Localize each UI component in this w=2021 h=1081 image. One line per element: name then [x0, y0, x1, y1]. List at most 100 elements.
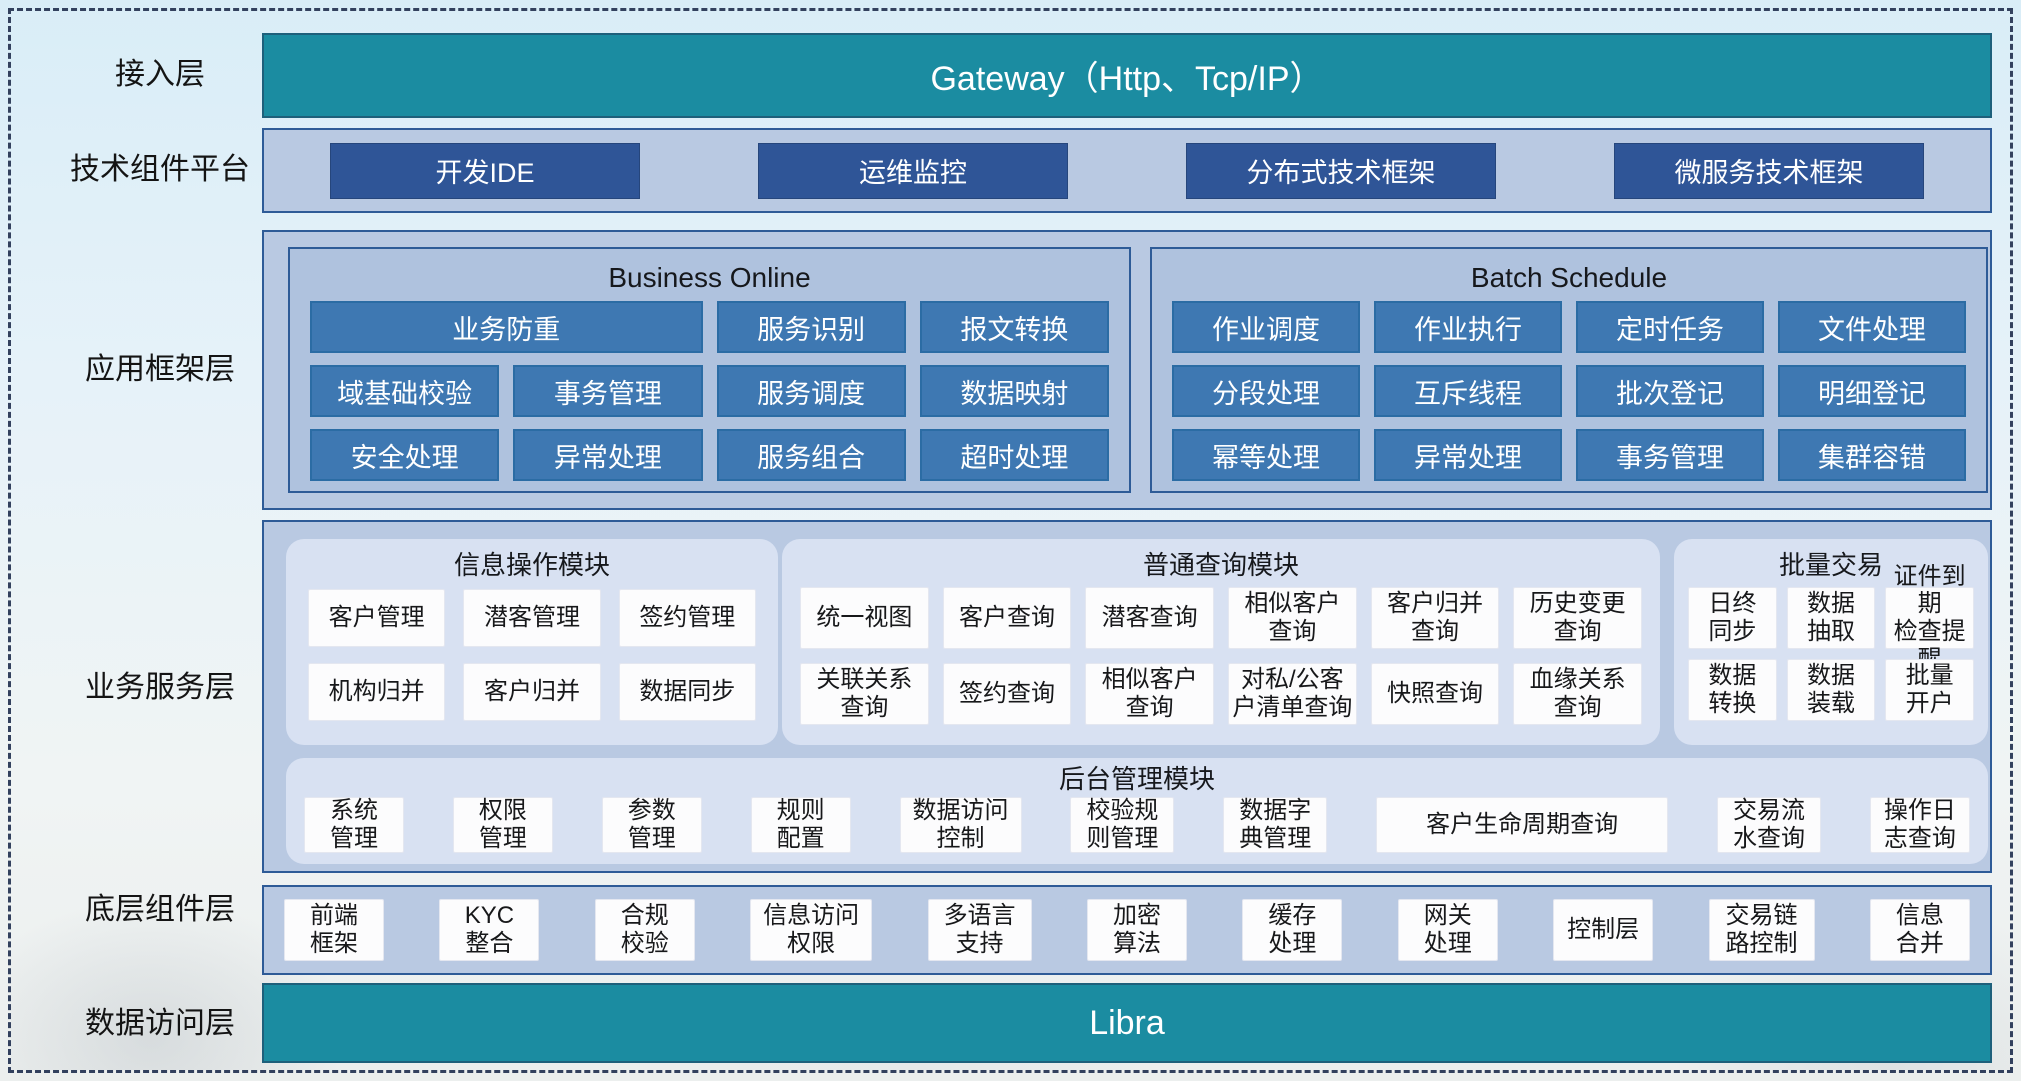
diagram-node: 幂等处理: [1172, 429, 1360, 481]
business-online-grid: 业务防重 服务识别 报文转换 域基础校验 事务管理 服务调度 数据映射 安全处理…: [290, 299, 1129, 481]
diagram-node: 潜客查询: [1085, 587, 1214, 649]
diagram-node: 系统 管理: [304, 797, 404, 853]
diagram-node: 分布式技术框架: [1186, 142, 1496, 199]
diagram-node: 多语言 支持: [927, 899, 1032, 961]
diagram-node: 分段处理: [1172, 365, 1360, 417]
diagram-node: 批次登记: [1576, 365, 1764, 417]
libra-bar: Libra: [262, 983, 1992, 1063]
diagram-node: 历史变更 查询: [1513, 587, 1642, 649]
panel-title: Batch Schedule: [1470, 262, 1668, 293]
diagram-node: 信息访问 权限: [750, 899, 873, 961]
diagram-node: KYC 整合: [439, 899, 540, 961]
diagram-node: 定时任务: [1576, 301, 1764, 353]
diagram-node: 血缘关系 查询: [1513, 663, 1642, 725]
libra-bar-label: Libra: [1089, 1003, 1165, 1042]
diagram-node: 服务调度: [716, 365, 906, 417]
diagram-node: 集群容错: [1778, 429, 1966, 481]
diagram-node: 微服务技术框架: [1614, 142, 1924, 199]
foundation-container: 前端 框架 KYC 整合 合规 校验 信息访问 权限 多语言 支持 加密 算法 …: [262, 885, 1992, 975]
panel-title: 后台管理模块: [1058, 764, 1215, 794]
diagram-node: 前端 框架: [284, 899, 384, 961]
diagram-node: 安全处理: [310, 429, 500, 481]
diagram-node: 缓存 处理: [1242, 899, 1343, 961]
diagram-node: 异常处理: [513, 429, 703, 481]
diagram-node: 客户管理: [308, 589, 446, 647]
diagram-node: 报文转换: [919, 301, 1109, 353]
diagram-node: 数据访问 控制: [899, 797, 1022, 853]
diagram-node: 潜客管理: [463, 589, 601, 647]
diagram-node: 日终 同步: [1688, 587, 1777, 649]
diagram-node: 数据 装载: [1786, 659, 1876, 721]
layer-label-business-service: 业务服务层: [85, 671, 235, 704]
diagram-node: 客户生命周期查询: [1376, 797, 1669, 853]
layer-label-foundation: 底层组件层: [85, 893, 235, 926]
layer-label-tech: 技术组件平台: [70, 153, 250, 186]
diagram-node: 客户归并: [463, 663, 601, 721]
diagram-node: 数据 抽取: [1786, 587, 1876, 649]
app-framework-container: Business Online 业务防重 服务识别 报文转换 域基础校验 事务管…: [262, 230, 1992, 510]
diagram-node: 域基础校验: [310, 365, 500, 417]
batch-schedule-grid: 作业调度 作业执行 定时任务 文件处理 分段处理 互斥线程 批次登记 明细登记 …: [1152, 299, 1986, 481]
diagram-node: 互斥线程: [1374, 365, 1562, 417]
gateway-bar-label: Gateway（Http、Tcp/IP）: [930, 60, 1324, 98]
diagram-node: 事务管理: [1576, 429, 1764, 481]
diagram-node: 对私/公客 户清单查询: [1228, 663, 1357, 725]
business-service-container: 信息操作模块 客户管理 潜客管理 签约管理 机构归并 客户归并 数据同步 普通查…: [262, 520, 1992, 873]
diagram-node: 作业调度: [1172, 301, 1360, 353]
layer-label-access: 接入层: [115, 58, 205, 91]
diagram-node: 机构归并: [308, 663, 446, 721]
panel-title: 批量交易: [1778, 550, 1883, 580]
panel-title: 普通查询模块: [1142, 550, 1299, 580]
diagram-node: 客户查询: [942, 587, 1072, 649]
diagram-node: 签约管理: [618, 589, 756, 647]
batch-schedule-panel: Batch Schedule 作业调度 作业执行 定时任务 文件处理 分段处理 …: [1150, 247, 1988, 493]
diagram-node: 明细登记: [1778, 365, 1966, 417]
panel-title: Business Online: [608, 262, 811, 293]
tech-platform-container: 开发IDE 运维监控 分布式技术框架 微服务技术框架: [262, 128, 1992, 213]
diagram-node: 快照查询: [1370, 663, 1500, 725]
general-query-panel: 普通查询模块 统一视图 客户查询 潜客查询 相似客户 查询 客户归并 查询 历史…: [782, 539, 1660, 745]
general-query-grid: 统一视图 客户查询 潜客查询 相似客户 查询 客户归并 查询 历史变更 查询 关…: [782, 587, 1660, 725]
diagram-node: 校验规 则管理: [1070, 797, 1175, 853]
diagram-node: 参数 管理: [601, 797, 702, 853]
diagram-node: 统一视图: [800, 587, 929, 649]
diagram-node: 文件处理: [1778, 301, 1966, 353]
diagram-node: 超时处理: [919, 429, 1109, 481]
batch-trade-grid: 日终 同步 数据 抽取 证件到期 检查提醒 数据 转换 数据 装载 批量 开户: [1674, 563, 1988, 721]
diagram-node: 加密 算法: [1086, 899, 1187, 961]
diagram-node: 信息 合并: [1869, 899, 1970, 961]
diagram-node: 签约查询: [942, 663, 1072, 725]
info-operation-grid: 客户管理 潜客管理 签约管理 机构归并 客户归并 数据同步: [286, 587, 778, 721]
diagram-node: 合规 校验: [594, 899, 695, 961]
backend-admin-row: 系统 管理 权限 管理 参数 管理 规则 配置 数据访问 控制 校验规 则管理 …: [286, 796, 1988, 854]
diagram-node: 数据字 典管理: [1223, 797, 1328, 853]
layer-label-data-access: 数据访问层: [85, 1007, 235, 1040]
diagram-node: 数据映射: [919, 365, 1109, 417]
diagram-node: 批量 开户: [1885, 659, 1974, 721]
diagram-node: 交易流 水查询: [1717, 797, 1821, 853]
info-operation-panel: 信息操作模块 客户管理 潜客管理 签约管理 机构归并 客户归并 数据同步: [286, 539, 778, 745]
diagram-node: 证件到期 检查提醒: [1885, 563, 1974, 673]
diagram-node: 事务管理: [513, 365, 703, 417]
gateway-bar: Gateway（Http、Tcp/IP）: [262, 33, 1992, 118]
diagram-node: 相似客户 查询: [1228, 587, 1357, 649]
diagram-node: 操作日 志查询: [1869, 797, 1970, 853]
diagram-node: 数据 转换: [1688, 659, 1777, 721]
diagram-node: 异常处理: [1374, 429, 1562, 481]
business-online-panel: Business Online 业务防重 服务识别 报文转换 域基础校验 事务管…: [288, 247, 1131, 493]
diagram-node: 运维监控: [758, 142, 1068, 199]
diagram-node: 开发IDE: [330, 142, 640, 199]
diagram-node: 规则 配置: [750, 797, 851, 853]
diagram-node: 相似客户 查询: [1085, 663, 1214, 725]
diagram-node: 网关 处理: [1397, 899, 1498, 961]
diagram-node: 交易链 路控制: [1708, 899, 1815, 961]
diagram-node: 客户归并 查询: [1370, 587, 1500, 649]
batch-trade-panel: 批量交易 日终 同步 数据 抽取 证件到期 检查提醒 数据 转换 数据 装载 批…: [1674, 539, 1988, 745]
diagram-node: 控制层: [1553, 899, 1654, 961]
diagram-node: 服务组合: [716, 429, 906, 481]
backend-admin-panel: 后台管理模块 系统 管理 权限 管理 参数 管理 规则 配置 数据访问 控制 校…: [286, 758, 1988, 864]
layer-label-app-framework: 应用框架层: [85, 353, 235, 386]
diagram-node: 服务识别: [716, 301, 906, 353]
panel-title: 信息操作模块: [453, 550, 610, 580]
